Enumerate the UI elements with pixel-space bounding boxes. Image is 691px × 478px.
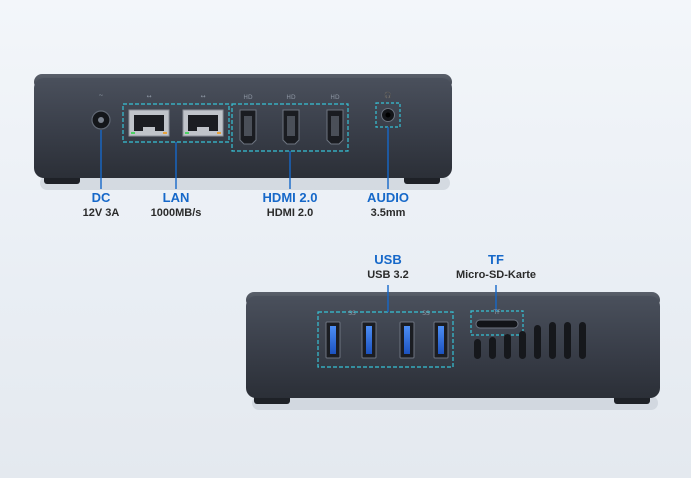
silk-hdmi-3: HD xyxy=(330,94,340,101)
lan-port-1-icon xyxy=(128,109,170,137)
tf-card-slot-icon xyxy=(475,319,519,329)
hdmi-port-1-icon xyxy=(239,109,257,145)
hdmi-port-2-icon xyxy=(282,109,300,145)
hdmi-label: HDMI 2.0 xyxy=(262,190,318,205)
tf-label: TF xyxy=(488,252,504,267)
silk-hdmi-2: HD xyxy=(286,94,296,101)
silk-lan-1: ↔ xyxy=(146,93,152,100)
hdmi-spec: HDMI 2.0 xyxy=(266,207,314,219)
tf-spec: Micro-SD-Karte xyxy=(455,269,537,281)
hdmi-port-3-icon xyxy=(326,109,344,145)
silk-audio: 🎧 xyxy=(384,92,392,99)
silk-lan-2: ↔ xyxy=(200,93,206,100)
lan-port-2-icon xyxy=(182,109,224,137)
lan-spec: 1000MB/s xyxy=(150,207,202,219)
usb-port-2-icon xyxy=(361,321,377,359)
lan-label: LAN xyxy=(162,190,190,205)
dc-jack-icon xyxy=(91,110,111,130)
silk-usb-1: SS xyxy=(348,310,356,317)
vent-grille-icon xyxy=(474,322,586,359)
rear-device xyxy=(34,74,452,190)
silk-usb-2: SS xyxy=(422,310,430,317)
usb-highlight-box xyxy=(317,311,454,368)
dc-spec: 12V 3A xyxy=(82,207,120,219)
dc-label: DC xyxy=(91,190,111,205)
usb-port-4-icon xyxy=(433,321,449,359)
front-device xyxy=(246,292,660,410)
usb-label: USB xyxy=(374,252,402,267)
front-device-shadow xyxy=(252,396,658,410)
silk-tf: TF xyxy=(493,309,501,316)
audio-label: AUDIO xyxy=(367,190,409,205)
hdmi-highlight-box xyxy=(231,103,349,152)
usb-port-1-icon xyxy=(325,321,341,359)
usb-port-3-icon xyxy=(399,321,415,359)
rear-device-shadow xyxy=(40,176,450,190)
silk-dc: ~ xyxy=(98,92,104,99)
usb-spec: USB 3.2 xyxy=(367,269,409,281)
audio-jack-icon xyxy=(381,108,395,122)
silk-hdmi-1: HD xyxy=(243,94,253,101)
tf-highlight-box xyxy=(470,310,524,336)
audio-spec: 3.5mm xyxy=(370,207,406,219)
